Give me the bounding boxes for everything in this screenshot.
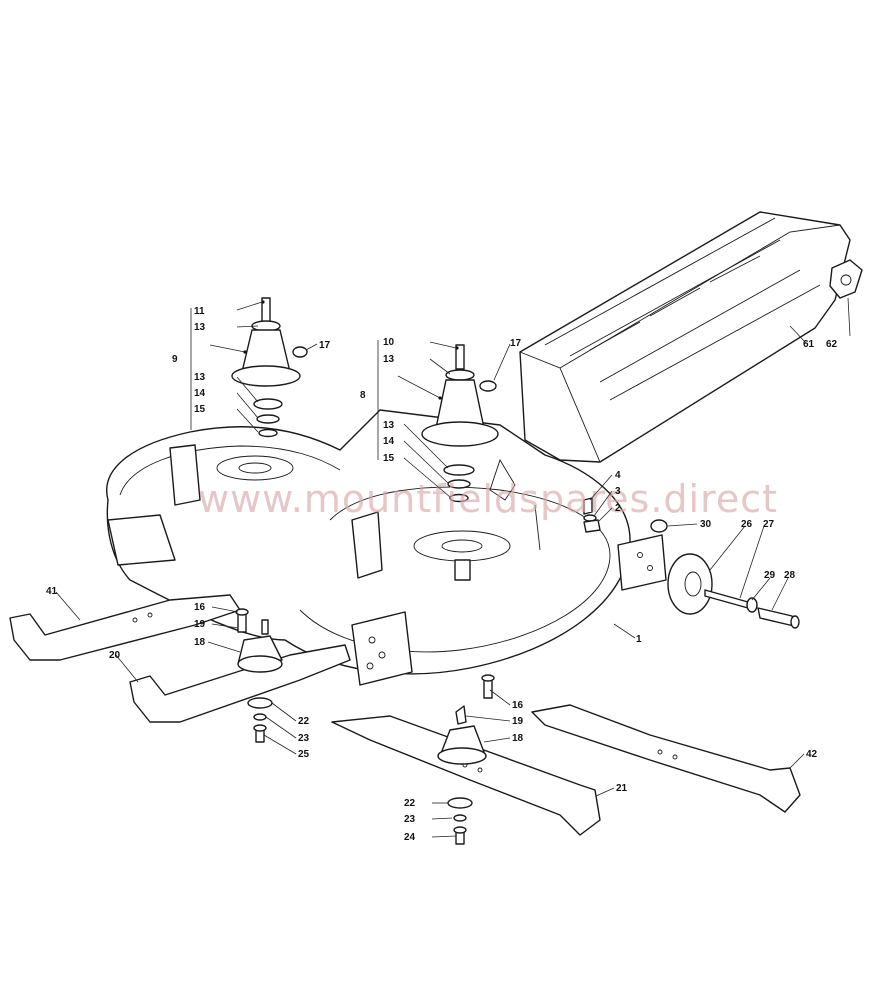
label-62: 62 xyxy=(826,339,838,350)
label-19: 19 xyxy=(512,716,524,727)
part-labels: 11 13 9 17 13 14 15 10 13 17 8 13 14 15 … xyxy=(46,306,838,843)
label-41: 41 xyxy=(46,586,58,597)
label-27: 27 xyxy=(763,519,775,530)
deck-wheel-part xyxy=(667,553,800,629)
label-1: 1 xyxy=(636,634,642,645)
label-23: 23 xyxy=(404,814,416,825)
label-19: 19 xyxy=(194,619,206,630)
blade-21-part xyxy=(331,715,601,836)
label-22: 22 xyxy=(298,716,310,727)
label-3: 3 xyxy=(615,486,621,497)
label-9: 9 xyxy=(172,354,178,365)
label-20: 20 xyxy=(109,650,121,661)
label-17: 17 xyxy=(319,340,331,351)
label-15: 15 xyxy=(383,453,395,464)
label-16: 16 xyxy=(512,700,524,711)
grass-chute-part xyxy=(519,211,851,463)
blade-42-part xyxy=(531,704,801,813)
label-42: 42 xyxy=(806,749,818,760)
label-4: 4 xyxy=(615,470,621,481)
label-16: 16 xyxy=(194,602,206,613)
label-2: 2 xyxy=(615,503,621,514)
center-spindle-assembly-part xyxy=(421,344,499,503)
chute-clip-part xyxy=(829,259,863,299)
leader-lines xyxy=(55,297,851,838)
label-13: 13 xyxy=(383,354,395,365)
label-29: 29 xyxy=(764,570,776,581)
label-22: 22 xyxy=(404,798,416,809)
left-spindle-assembly-part xyxy=(231,297,308,438)
label-18: 18 xyxy=(194,637,206,648)
blade-41-part xyxy=(9,594,241,661)
label-10: 10 xyxy=(383,337,395,348)
label-14: 14 xyxy=(194,388,206,399)
label-61: 61 xyxy=(803,339,815,350)
blade-20-part xyxy=(129,644,351,723)
label-17: 17 xyxy=(510,338,522,349)
watermark-text: www.mountfieldspares.direct xyxy=(198,477,778,521)
label-11: 11 xyxy=(194,306,205,317)
label-21: 21 xyxy=(616,783,628,794)
center-blade-hub-part xyxy=(437,674,495,845)
label-26: 26 xyxy=(741,519,753,530)
label-8: 8 xyxy=(360,390,366,401)
label-13: 13 xyxy=(383,420,395,431)
label-13: 13 xyxy=(194,322,206,333)
label-18: 18 xyxy=(512,733,524,744)
label-23: 23 xyxy=(298,733,310,744)
adjuster-hardware-part xyxy=(583,497,668,533)
label-13: 13 xyxy=(194,372,206,383)
label-25: 25 xyxy=(298,749,310,760)
label-24: 24 xyxy=(404,832,416,843)
label-30: 30 xyxy=(700,519,712,530)
label-28: 28 xyxy=(784,570,796,581)
label-14: 14 xyxy=(383,436,395,447)
label-15: 15 xyxy=(194,404,206,415)
